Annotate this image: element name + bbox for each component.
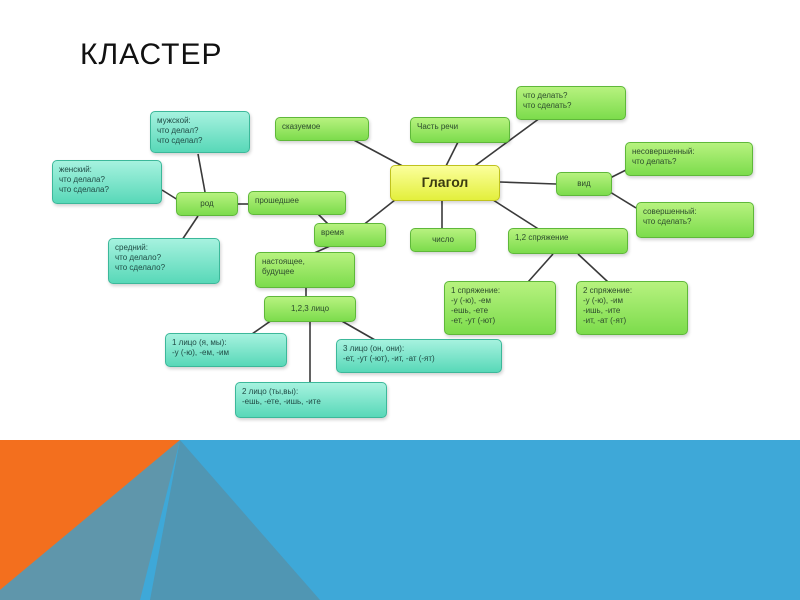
node-sovershenny: совершенный: что сделать? <box>636 202 754 238</box>
edge-spr-spr2 <box>577 253 609 283</box>
edge-glagol-skazuemoe <box>349 137 411 171</box>
node-litso1: 1 лицо (я, мы): -у (-ю), -ем, -им <box>165 333 287 367</box>
node-glagol: Глагол <box>390 165 500 201</box>
node-spr2: 2 спряжение: -у (-ю), -им -ишь, -ите -ит… <box>576 281 688 335</box>
node-litso3: 3 лицо (он, они): -ет, -ут (-ют), -ит, -… <box>336 339 502 373</box>
edge-glagol-vid <box>499 181 557 185</box>
edge-glagol-vremya <box>361 195 401 227</box>
edge-glagol-chast-rechi <box>444 141 459 169</box>
edge-rod-sredny <box>181 215 199 241</box>
node-skazuemoe: сказуемое <box>275 117 369 141</box>
node-sredny: средний: что делало? что сделало? <box>108 238 220 284</box>
node-chislo: число <box>410 228 476 252</box>
edge-rod-muzhskoy <box>197 153 206 193</box>
footer-decoration <box>0 440 800 600</box>
node-chast-rechi: Часть речи <box>410 117 510 143</box>
connector-lines <box>161 117 637 382</box>
edge-litso-litso1 <box>251 319 273 335</box>
node-nastoyashchee: настоящее, будущее <box>255 252 355 288</box>
edge-rod-zhensky <box>161 189 179 201</box>
node-zhensky: женский: что делала? что сделала? <box>52 160 162 204</box>
node-litso: 1,2,3 лицо <box>264 296 356 322</box>
node-rod: род <box>176 192 238 216</box>
node-chto-delat: что делать? что сделать? <box>516 86 626 120</box>
node-nesovershenny: несовершенный: что делать? <box>625 142 753 176</box>
edge-spr-spr1 <box>527 253 554 283</box>
node-spr1: 1 спряжение: -у (-ю), -ем -ешь, -ете -ет… <box>444 281 556 335</box>
node-litso2: 2 лицо (ты,вы): -ешь, -ете, -ишь, -ите <box>235 382 387 418</box>
edge-litso-litso3 <box>339 319 376 341</box>
slide-title: КЛАСТЕР <box>80 38 223 71</box>
node-muzhskoy: мужской: что делал? что сделал? <box>150 111 250 153</box>
footer-gray-triangle <box>0 440 180 600</box>
node-spryazhenie: 1,2 спряжение <box>508 228 628 254</box>
node-proshedshee: прошедшее <box>248 191 346 215</box>
node-vremya: время <box>314 223 386 247</box>
edge-vid-sov <box>609 191 637 209</box>
node-vid: вид <box>556 172 612 196</box>
footer-gray-shape <box>150 440 320 600</box>
edge-glagol-chto-delat <box>471 117 541 169</box>
edge-glagol-spryazhenie <box>489 197 541 231</box>
